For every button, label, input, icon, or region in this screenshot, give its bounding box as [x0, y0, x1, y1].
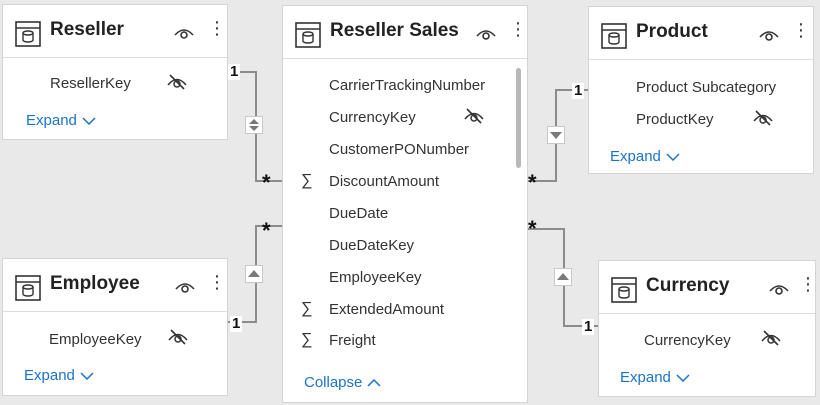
collapse-link[interactable]: Collapse: [304, 374, 381, 391]
more-options-icon[interactable]: ⋮: [792, 20, 810, 40]
filter-direction-up-icon[interactable]: [245, 265, 263, 283]
eye-icon[interactable]: [174, 26, 194, 44]
cardinality-one: 1: [228, 63, 241, 80]
field-item[interactable]: ExtendedAmount: [329, 301, 445, 318]
table-icon: [611, 277, 637, 308]
field-item[interactable]: DueDate: [329, 205, 389, 222]
table-header[interactable]: Reseller Sales ⋮: [283, 6, 527, 59]
field-item[interactable]: Product Subcategory: [636, 79, 777, 96]
reseller-table-card[interactable]: Reseller ⋮ ResellerKey Expand: [2, 4, 228, 140]
expand-link[interactable]: Expand: [620, 369, 690, 386]
expand-link[interactable]: Expand: [610, 148, 680, 165]
cardinality-one: 1: [572, 82, 585, 99]
more-options-icon[interactable]: ⋮: [208, 272, 226, 292]
field-item[interactable]: CarrierTrackingNumber: [329, 77, 486, 94]
table-icon: [295, 22, 321, 53]
table-title: Reseller: [50, 19, 124, 40]
field-item[interactable]: EmployeeKey: [49, 331, 142, 348]
table-header[interactable]: Employee ⋮: [3, 259, 227, 312]
table-header[interactable]: Currency ⋮: [599, 261, 817, 314]
filter-direction-down-icon[interactable]: [547, 126, 565, 144]
cardinality-many: *: [528, 216, 537, 241]
field-item[interactable]: DueDateKey: [329, 237, 415, 254]
expand-link[interactable]: Expand: [24, 367, 94, 384]
table-title: Employee: [50, 273, 140, 294]
eye-hidden-icon[interactable]: [752, 109, 774, 132]
table-title: Reseller Sales: [330, 20, 459, 41]
scrollbar[interactable]: [516, 68, 521, 168]
cardinality-one: 1: [582, 318, 595, 335]
chevron-up-icon: [367, 379, 381, 387]
reseller-sales-table-card[interactable]: Reseller Sales ⋮ CarrierTrackingNumber C…: [282, 5, 528, 403]
eye-hidden-icon[interactable]: [167, 328, 189, 351]
chevron-down-icon: [676, 374, 690, 383]
field-item[interactable]: ProductKey: [636, 111, 714, 128]
sigma-icon: ∑: [301, 172, 313, 189]
field-item[interactable]: Freight: [329, 332, 376, 349]
field-item[interactable]: CustomerPONumber: [329, 141, 470, 158]
eye-icon[interactable]: [759, 28, 779, 46]
cardinality-many: *: [262, 218, 271, 243]
more-options-icon[interactable]: ⋮: [509, 19, 527, 39]
eye-icon[interactable]: [476, 27, 496, 45]
cardinality-many: *: [528, 170, 537, 195]
product-table-card[interactable]: Product ⋮ Product Subcategory ProductKey…: [588, 6, 814, 174]
table-title: Product: [636, 21, 708, 42]
expand-link[interactable]: Expand: [26, 112, 96, 129]
eye-hidden-icon[interactable]: [166, 73, 188, 96]
table-icon: [15, 21, 41, 52]
currency-table-card[interactable]: Currency ⋮ CurrencyKey Expand: [598, 260, 817, 397]
eye-hidden-icon[interactable]: [760, 329, 782, 352]
chevron-down-icon: [80, 372, 94, 381]
bidirectional-filter-icon[interactable]: [245, 116, 263, 134]
filter-direction-up-icon[interactable]: [554, 268, 572, 286]
table-header[interactable]: Product ⋮: [589, 7, 813, 60]
eye-icon[interactable]: [769, 282, 789, 300]
eye-hidden-icon[interactable]: [463, 107, 485, 130]
cardinality-one: 1: [230, 315, 243, 332]
field-item[interactable]: DiscountAmount: [329, 173, 440, 190]
cardinality-many: *: [262, 170, 271, 195]
more-options-icon[interactable]: ⋮: [208, 18, 226, 38]
table-icon: [601, 23, 627, 54]
field-item[interactable]: ResellerKey: [50, 75, 131, 92]
field-item[interactable]: EmployeeKey: [329, 269, 422, 286]
more-options-icon[interactable]: ⋮: [799, 274, 817, 294]
field-item[interactable]: CurrencyKey: [329, 109, 416, 126]
eye-icon[interactable]: [175, 280, 195, 298]
sigma-icon: ∑: [301, 300, 313, 317]
chevron-down-icon: [666, 153, 680, 162]
chevron-down-icon: [82, 117, 96, 126]
table-title: Currency: [646, 275, 730, 296]
employee-table-card[interactable]: Employee ⋮ EmployeeKey Expand: [2, 258, 228, 396]
field-item[interactable]: CurrencyKey: [644, 332, 731, 349]
table-header[interactable]: Reseller ⋮: [3, 5, 227, 58]
sigma-icon: ∑: [301, 331, 313, 348]
table-icon: [15, 275, 41, 306]
